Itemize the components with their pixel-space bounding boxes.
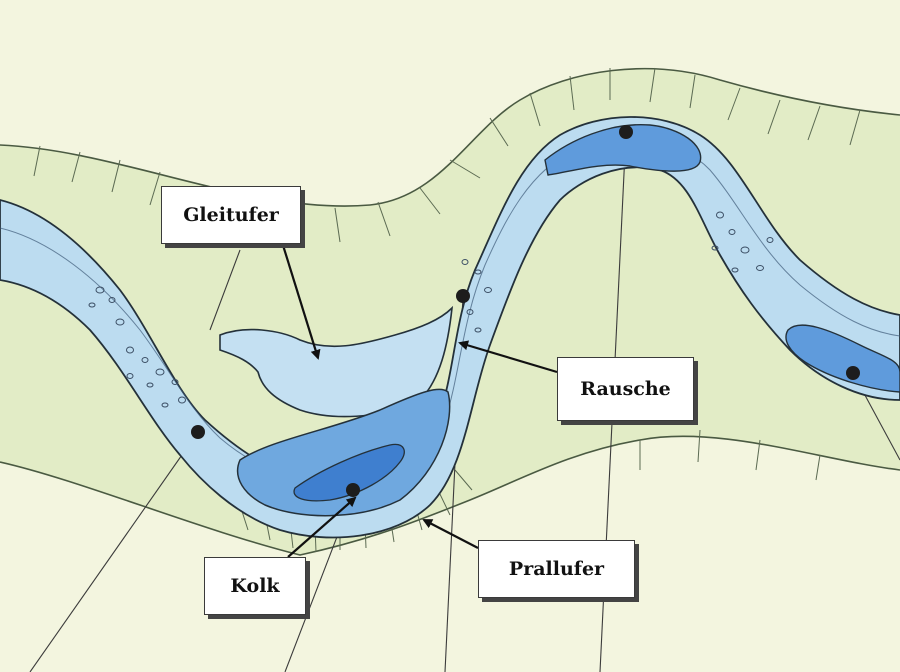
valley-edge-lower	[0, 435, 900, 556]
label-kolk: Kolk	[204, 557, 306, 615]
point-bar-bay	[219, 305, 454, 418]
marker-dot-icon	[191, 125, 860, 497]
label-prallufer: Prallufer	[478, 540, 635, 598]
pool-zone	[236, 388, 451, 517]
label-gleitufer: Gleitufer	[161, 186, 301, 244]
arrow-icon	[280, 241, 558, 558]
upper-pool-zone	[544, 123, 702, 176]
pebbles	[88, 211, 774, 408]
pool-deep-zone	[293, 443, 405, 502]
valley-edge-upper	[0, 67, 900, 207]
right-pool-zone	[785, 324, 900, 393]
label-rausche: Rausche	[557, 357, 694, 421]
